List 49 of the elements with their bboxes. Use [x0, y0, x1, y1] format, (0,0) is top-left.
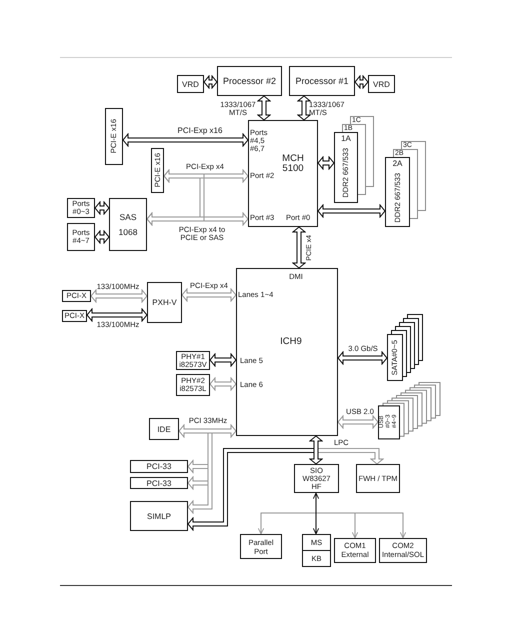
chip-box	[176, 351, 210, 370]
slot-box	[130, 460, 188, 473]
port-box	[334, 538, 376, 563]
port-box	[302, 550, 331, 567]
block-label: PCI-33	[146, 478, 172, 488]
port-box	[67, 198, 95, 218]
block-label: SIMLP	[146, 512, 171, 520]
chip-box	[294, 464, 339, 493]
block-label: SAS	[119, 212, 136, 222]
chip-box	[356, 464, 400, 493]
arrow	[258, 512, 316, 534]
vrd-box	[368, 75, 395, 93]
module-label: 2A	[392, 160, 402, 168]
block-label: ICH9	[280, 337, 302, 347]
processor-box	[217, 66, 282, 96]
block-label: Processor #1	[295, 76, 349, 86]
connector-box	[130, 501, 188, 531]
arrow	[312, 512, 320, 534]
block-label: IDE	[157, 424, 171, 434]
chip-box	[147, 282, 182, 323]
port-box	[67, 223, 95, 251]
block-label: MCH 5100	[281, 154, 305, 174]
slot-box	[62, 290, 91, 302]
chip-box	[248, 120, 318, 227]
slot-box	[151, 148, 164, 193]
arrow	[312, 492, 320, 514]
port-box	[240, 534, 282, 559]
module-label: 1A	[341, 134, 351, 142]
port-box	[302, 534, 331, 551]
chip-box	[176, 374, 210, 396]
block-label: PXH-V	[152, 298, 177, 307]
block-label: Processor #2	[222, 76, 276, 86]
chip-box	[236, 268, 338, 436]
slot-box	[62, 310, 87, 322]
slot-box	[105, 108, 123, 165]
edge-label: PCI-Exp x16	[178, 126, 222, 134]
block-label: 1068	[118, 228, 138, 236]
connector-box	[149, 418, 179, 440]
block-label: PCI-33	[146, 462, 172, 471]
chip-box	[109, 198, 147, 251]
processor-box	[289, 66, 355, 96]
arrow	[352, 512, 358, 538]
bus-arrow	[188, 483, 212, 514]
port-box	[379, 538, 427, 563]
slot-box	[130, 477, 188, 489]
block-label: VRD	[373, 80, 390, 88]
arrow	[354, 512, 406, 538]
vrd-box	[177, 75, 204, 93]
block-label: VRD	[182, 80, 199, 88]
